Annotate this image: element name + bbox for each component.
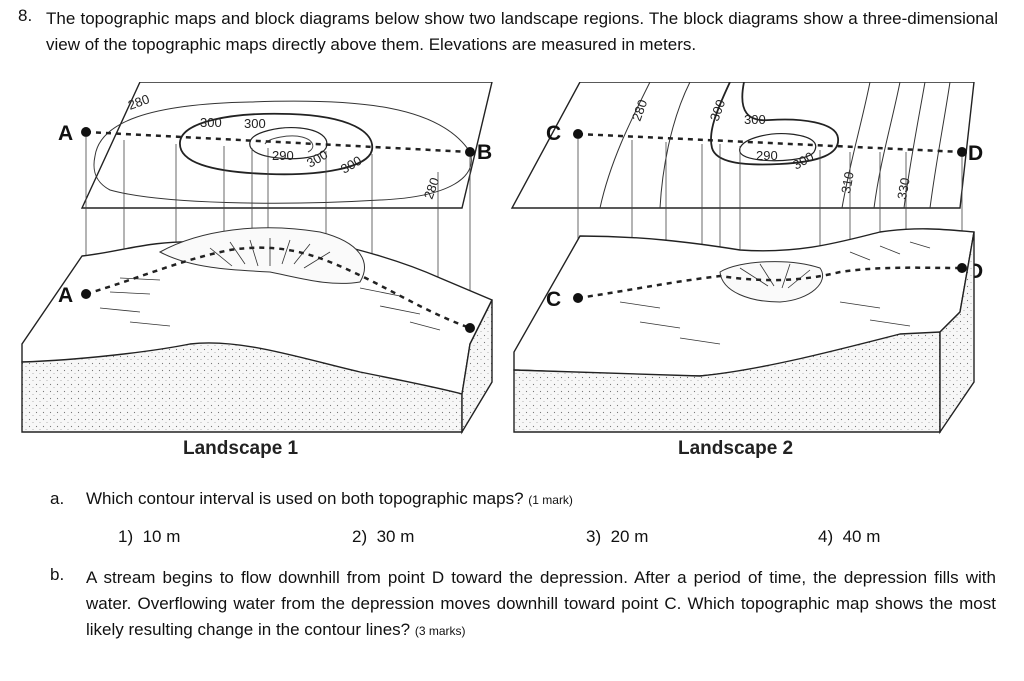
profile-line-c-d-top (577, 132, 963, 154)
landscape-1-diagram: A B 280 300 300 290 300 300 280 (21, 82, 493, 459)
part-b-letter: b. (50, 565, 65, 584)
landscape-1-map-plane (80, 82, 493, 209)
contour-340 (929, 82, 951, 209)
contour-label: 290 (272, 148, 294, 163)
profile-line-a-b-top (85, 130, 471, 154)
option-2-num: 2) (352, 527, 368, 546)
contour-300-inner (264, 135, 314, 153)
contour-320 (873, 82, 901, 209)
option-1[interactable]: 1) 10 m (118, 527, 180, 547)
part-a-question-text: Which contour interval is used on both t… (86, 489, 524, 508)
contour-300 (179, 112, 374, 176)
option-3[interactable]: 3) 20 m (586, 527, 648, 547)
contour-310 (841, 82, 871, 209)
option-3-num: 3) (586, 527, 602, 546)
contour-280-outer (93, 100, 472, 204)
contour-290 (739, 133, 817, 162)
option-2[interactable]: 2) 30 m (352, 527, 414, 547)
contour-label: 280 (421, 176, 443, 202)
option-4-num: 4) (818, 527, 834, 546)
part-b-marks: (3 marks) (414, 624, 466, 638)
landscape-2-diagram: C D 280 300 300 290 300 310 330 (510, 82, 983, 459)
landscape-2-map-plane (510, 82, 975, 209)
part-a-letter: a. (50, 489, 65, 508)
landscape-2-block-front (513, 331, 941, 433)
landscape-1-block-side (461, 299, 493, 435)
contour-280 (599, 82, 651, 209)
contour-300 (710, 82, 839, 166)
landscape-2-block-side (939, 231, 975, 435)
contour-label: 300 (200, 115, 222, 130)
profile-line-c-d-bottom (577, 266, 963, 300)
point-a-bottom: A (58, 284, 73, 307)
option-4-text: 40 m (842, 527, 881, 546)
contour-label: 280 (629, 98, 651, 124)
point-c-bottom: C (546, 288, 561, 311)
landscape-2-caption: Landscape 2 (678, 438, 793, 459)
point-d-top: D (968, 142, 983, 165)
contour-290 (249, 127, 328, 160)
point-c-top: C (546, 122, 561, 145)
option-1-text: 10 m (142, 527, 181, 546)
part-b-question-text: A stream begins to flow downhill from po… (86, 568, 996, 639)
landscape-1-block-front (21, 342, 463, 433)
contour-label: 280 (126, 91, 152, 113)
question-number: 8. (18, 6, 33, 25)
option-3-text: 20 m (610, 527, 649, 546)
profile-line-a-b-bottom (85, 246, 471, 330)
option-2-text: 30 m (376, 527, 415, 546)
part-a-question: Which contour interval is used on both t… (86, 489, 573, 509)
option-1-num: 1) (118, 527, 134, 546)
landscape-figure: A B 280 300 300 290 300 300 280 (0, 82, 1024, 482)
contour-label: 300 (707, 98, 729, 124)
contour-label: 300 (744, 112, 766, 127)
landscape-1-caption: Landscape 1 (183, 438, 299, 459)
point-a-top: A (58, 122, 73, 145)
contour-label: 300 (244, 116, 266, 131)
contour-label: 290 (756, 148, 778, 163)
contour-label: 310 (838, 171, 857, 195)
option-4[interactable]: 4) 40 m (818, 527, 880, 547)
question-intro: The topographic maps and block diagrams … (46, 9, 998, 54)
point-b-top: B (477, 141, 492, 164)
contour-290-left (659, 82, 691, 209)
landscape-1-hill (158, 227, 365, 284)
part-a-marks: (1 mark) (528, 493, 573, 507)
contour-label: 330 (894, 177, 913, 201)
part-b-question: A stream begins to flow downhill from po… (86, 565, 996, 644)
